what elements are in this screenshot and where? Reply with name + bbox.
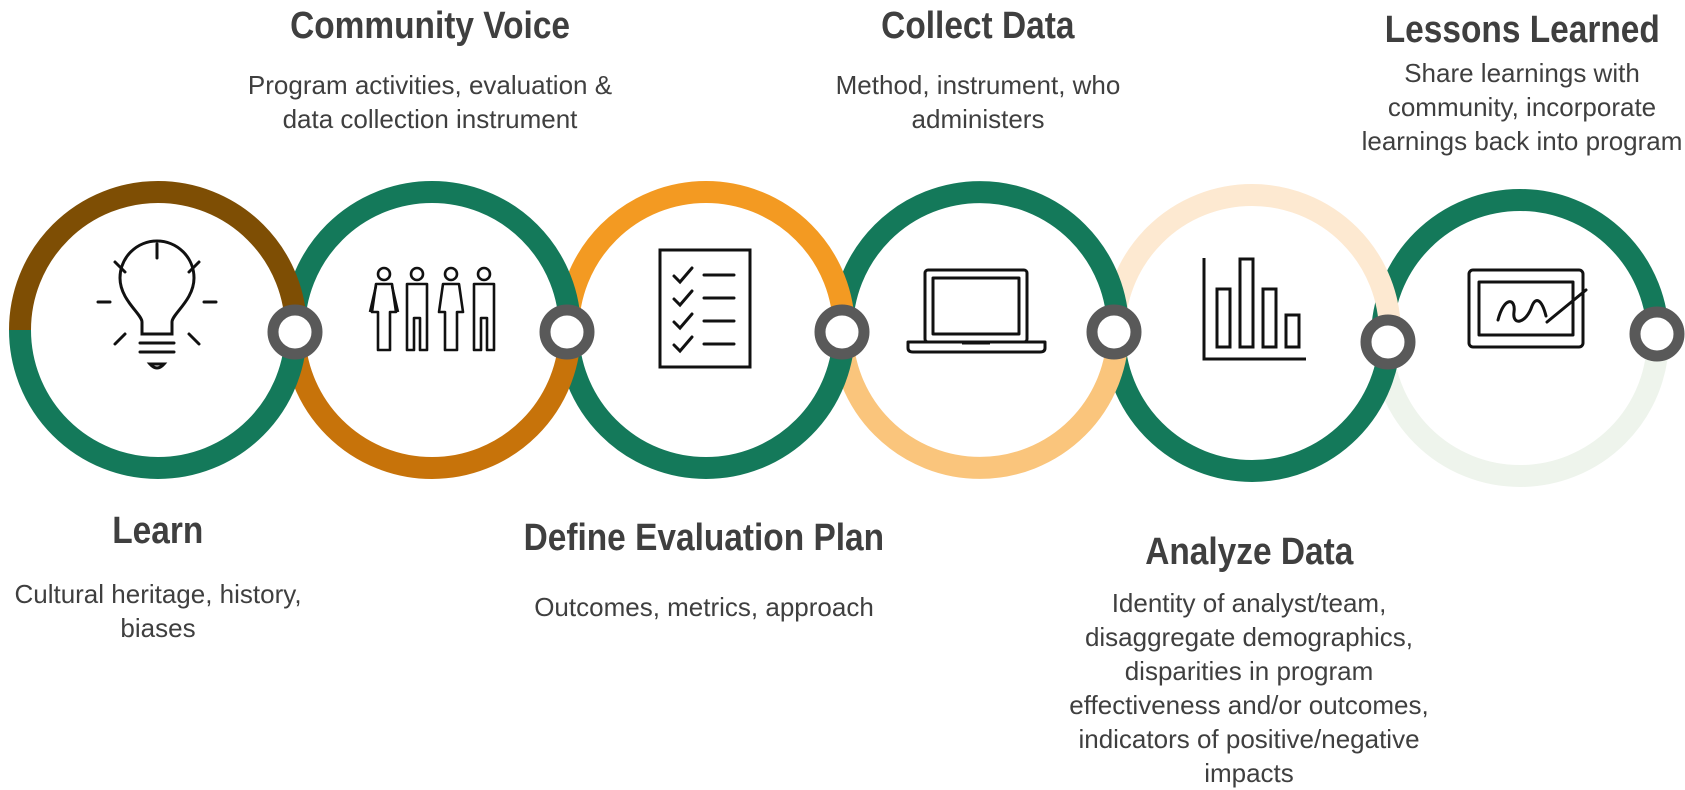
ring-community-voice [283, 181, 581, 479]
step-description: Method, instrument, who administers [835, 70, 1121, 134]
people-group-icon [368, 266, 496, 352]
step-analyze-data: Analyze Data Identity of analyst/team, d… [1059, 530, 1439, 790]
connector-node-2 [539, 304, 595, 360]
step-title: Lessons Learned [1384, 9, 1660, 51]
signature-pad-icon [1467, 268, 1588, 349]
step-description: Share learnings with community, incorpor… [1361, 58, 1683, 156]
step-title: Define Evaluation Plan [523, 517, 885, 559]
ring-lessons-learned [1371, 189, 1669, 487]
step-title: Community Voice [290, 5, 570, 47]
ring-analyze-data [1103, 184, 1401, 482]
ring-define-evaluation-plan [557, 181, 855, 479]
step-description: Identity of analyst/team, disaggregate d… [1069, 588, 1429, 788]
step-description: Cultural heritage, history, biases [14, 579, 302, 643]
connector-node-5 [1360, 314, 1416, 370]
lightbulb-icon [96, 239, 218, 370]
step-collect-data: Collect Data Method, instrument, who adm… [798, 4, 1158, 136]
ring-learn [9, 181, 307, 479]
checklist-icon [658, 248, 752, 369]
bar-chart-icon [1202, 257, 1306, 361]
connector-node-6 [1629, 306, 1685, 362]
step-lessons-learned: Lessons Learned Share learnings with com… [1357, 8, 1685, 158]
step-learn: Learn Cultural heritage, history, biases [0, 509, 318, 645]
step-title: Analyze Data [1144, 531, 1354, 573]
laptop-icon [906, 268, 1047, 354]
connector-node-1 [267, 304, 323, 360]
connector-node-4 [1086, 304, 1142, 360]
step-description: Program activities, evaluation & data co… [247, 70, 613, 134]
step-community-voice: Community Voice Program activities, eval… [220, 4, 640, 136]
step-title: Collect Data [881, 5, 1075, 47]
connector-node-3 [814, 304, 870, 360]
step-description: Outcomes, metrics, approach [534, 592, 874, 622]
step-title: Learn [112, 510, 204, 552]
step-define-evaluation-plan: Define Evaluation Plan Outcomes, metrics… [484, 516, 924, 624]
ring-collect-data [831, 181, 1129, 479]
